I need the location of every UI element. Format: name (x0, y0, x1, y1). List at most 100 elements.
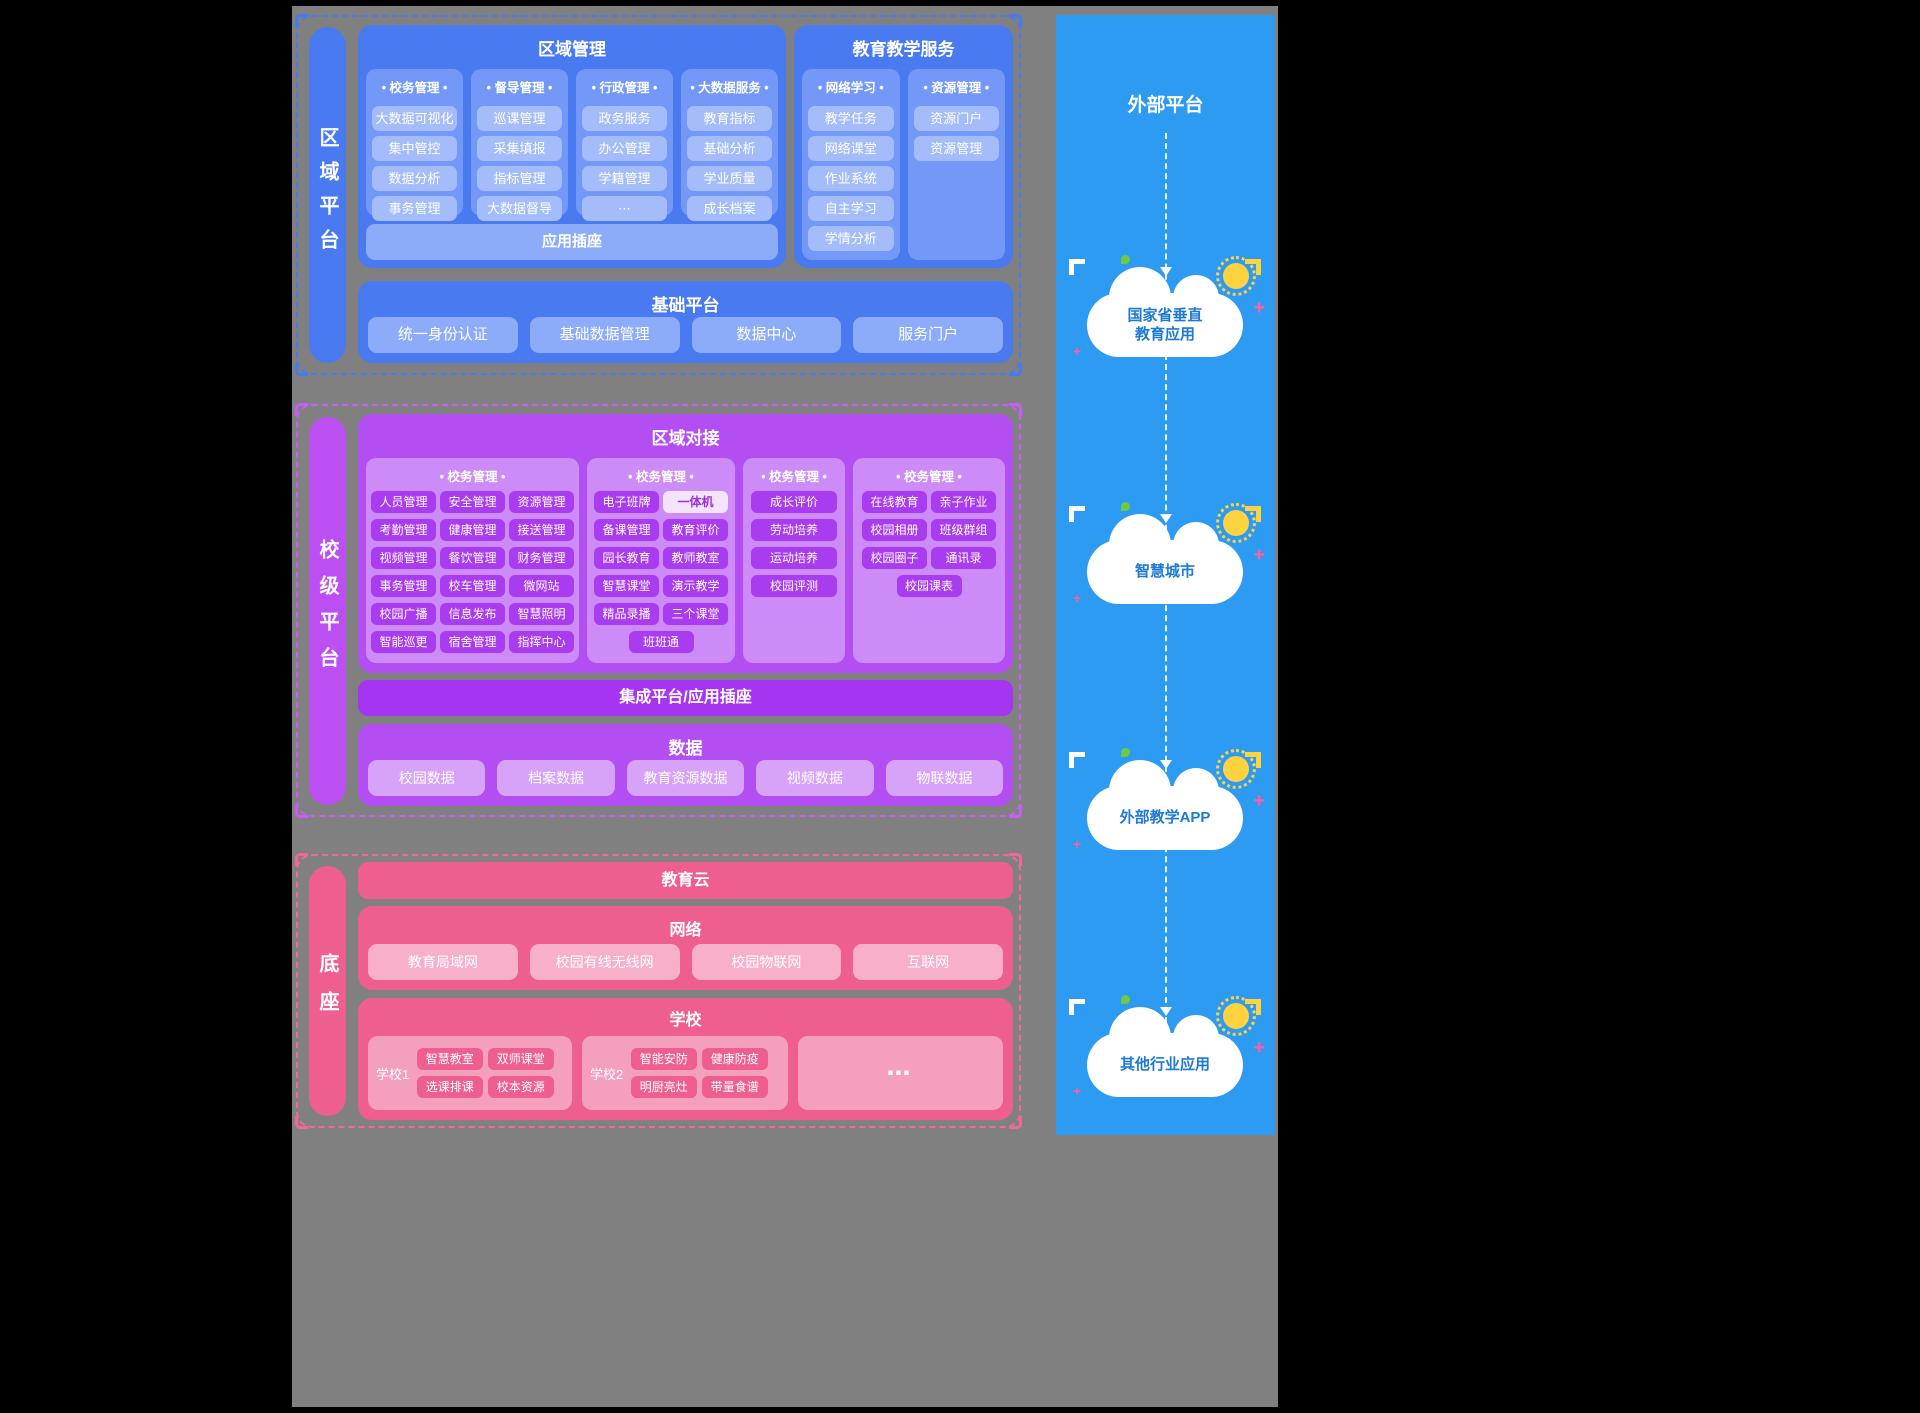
corner-bracket-icon (1245, 999, 1261, 1015)
school-pill: 双师课堂 (487, 1048, 554, 1070)
corner-bracket-icon (1069, 999, 1085, 1015)
cloud-icon (1087, 514, 1243, 604)
data-pills: 校园数据 档案数据 教育资源数据 视频数据 物联数据 (368, 760, 1004, 796)
module-pill: 数据中心 (691, 317, 842, 353)
base-platform-panel: 基础平台 统一身份认证 基础数据管理 数据中心 服务门户 (358, 281, 1013, 363)
corner-decoration-icon (1009, 1116, 1022, 1129)
module-pill: 政务服务 (582, 106, 667, 131)
corner-decoration-icon (1009, 363, 1022, 376)
panel-title: 区域对接 (651, 429, 720, 448)
school-pill: 智能安防 (630, 1048, 697, 1070)
education-cloud-bar: 教育云 (358, 862, 1013, 899)
module-pill: 巡课管理 (477, 106, 562, 131)
module-pill: 集中管控 (372, 136, 457, 161)
school-groups: 学校1 智慧教室 双师课堂 选课排课 校本资源 学校2 智能安防 健康防疫 明厨… (368, 1036, 1003, 1110)
management-columns: • 校务管理 • 大数据可视化 集中管控 数据分析 事务管理 • 督导管理 • … (366, 69, 778, 221)
network-pills: 教育局域网 校园有线无线网 校园物联网 互联网 (368, 944, 1003, 980)
docking-column: • 校务管理 • 成长评价 劳动培养 运动培养 校园评测 (743, 458, 845, 663)
module-pill: 网络课堂 (808, 136, 894, 161)
module-pill: 班级群组 (931, 519, 996, 541)
integration-socket-bar: 集成平台/应用插座 (358, 680, 1013, 716)
plus-icon (1073, 836, 1081, 854)
cloud-item: 智慧城市 (1069, 502, 1261, 604)
plus-icon (1253, 790, 1265, 813)
column-header: • 校务管理 • (439, 470, 506, 484)
cloud-label: 外部教学APP (1119, 809, 1211, 827)
data-pill: 教育资源数据 (626, 760, 745, 796)
panel-title: 网络 (669, 922, 702, 939)
corner-decoration-icon (295, 403, 308, 416)
module-pill: 教学任务 (808, 106, 894, 131)
module-pill: 餐饮管理 (440, 547, 505, 569)
network-pill: 教育局域网 (368, 944, 518, 980)
sun-icon (1216, 749, 1256, 789)
column-header: • 督导管理 • (486, 81, 553, 95)
corner-bracket-icon (1069, 259, 1085, 275)
data-panel: 数据 校园数据 档案数据 教育资源数据 视频数据 物联数据 (358, 724, 1013, 806)
column-header: • 网络学习 • (817, 81, 884, 95)
cloud-item: 外部教学APP (1069, 748, 1261, 850)
plus-icon (1073, 1083, 1081, 1101)
arrow-down-icon (1159, 760, 1172, 769)
arrow-down-icon (1159, 514, 1172, 523)
module-pill: 运动培养 (751, 547, 837, 569)
module-pill: 基础分析 (687, 136, 772, 161)
base-platform-pills: 统一身份认证 基础数据管理 数据中心 服务门户 (368, 317, 1003, 353)
school-platform-section (295, 403, 1022, 818)
column-header: • 校务管理 • (761, 470, 827, 484)
school-pill: 明厨亮灶 (630, 1076, 697, 1098)
management-column: • 行政管理 • 政务服务 办公管理 学籍管理 ⋯ (576, 69, 673, 221)
external-platform-panel: 外部平台 国家省垂直 教育应用 智慧城市 (1056, 15, 1275, 1135)
plus-icon (1253, 297, 1265, 320)
module-pill: 三个课堂 (663, 603, 728, 625)
regional-platform-section (295, 14, 1022, 376)
corner-bracket-icon (1245, 506, 1261, 522)
corner-decoration-icon (1009, 805, 1022, 818)
management-column: • 大数据服务 • 教育指标 基础分析 学业质量 成长档案 (681, 69, 778, 221)
school-pill: 智慧教室 (416, 1048, 483, 1070)
management-column: • 督导管理 • 巡课管理 采集填报 指标管理 大数据督导 (471, 69, 568, 221)
module-pill-highlighted: 一体机 (663, 491, 728, 513)
module-pill: 大数据可视化 (372, 106, 457, 131)
sun-icon (1216, 996, 1256, 1036)
arrow-down-icon (1159, 1007, 1172, 1016)
corner-decoration-icon (295, 853, 308, 866)
module-pill: 大数据督导 (477, 196, 562, 221)
docking-column: • 校务管理 • 人员管理 安全管理 资源管理 考勤管理 健康管理 接送管理 视… (366, 458, 579, 663)
school-pill: 选课排课 (416, 1076, 483, 1098)
corner-decoration-icon (295, 1116, 308, 1129)
column-header: • 校务管理 • (896, 470, 962, 484)
panel-title: 区域管理 (538, 40, 606, 59)
sprout-icon (1121, 748, 1130, 757)
foundation-label: 底座 (309, 866, 346, 1116)
cloud-icon (1087, 267, 1243, 357)
school-pill: 健康防疫 (701, 1048, 768, 1070)
school-group-more: ⋯ (798, 1036, 1003, 1110)
column-header: • 资源管理 • (923, 81, 990, 95)
school-panel: 学校 学校1 智慧教室 双师课堂 选课排课 校本资源 学校2 智能安防 健康防疫… (358, 998, 1013, 1120)
regional-management-panel: 区域管理 • 校务管理 • 大数据可视化 集中管控 数据分析 事务管理 • 督导… (358, 25, 786, 268)
panel-title: 学校 (669, 1012, 702, 1029)
column-header: • 校务管理 • (628, 470, 694, 484)
corner-bracket-icon (1069, 506, 1085, 522)
docking-columns: • 校务管理 • 人员管理 安全管理 资源管理 考勤管理 健康管理 接送管理 视… (366, 458, 1005, 663)
module-pill: 在线教育 (862, 491, 927, 513)
module-pill: 资源门户 (913, 106, 999, 131)
sprout-icon (1121, 255, 1130, 264)
corner-bracket-icon (1245, 259, 1261, 275)
cloud-label: 国家省垂直 教育应用 (1127, 306, 1203, 344)
module-pill: 班班通 (628, 631, 694, 653)
module-pill: 采集填报 (477, 136, 562, 161)
panel-title: 数据 (668, 739, 703, 758)
module-pill: 资源管理 (509, 491, 574, 513)
cloud-label: 其他行业应用 (1119, 1056, 1210, 1074)
network-pill: 互联网 (853, 944, 1003, 980)
module-pill: ⋯ (582, 196, 667, 221)
module-pill: 接送管理 (509, 519, 574, 541)
module-pill: 校园圈子 (862, 547, 927, 569)
teaching-column: • 网络学习 • 教学任务 网络课堂 作业系统 自主学习 学情分析 (802, 69, 900, 260)
module-pill: 财务管理 (509, 547, 574, 569)
cloud-label: 智慧城市 (1134, 563, 1195, 581)
module-pill: 校园课表 (896, 575, 962, 597)
module-pill: 劳动培养 (751, 519, 837, 541)
